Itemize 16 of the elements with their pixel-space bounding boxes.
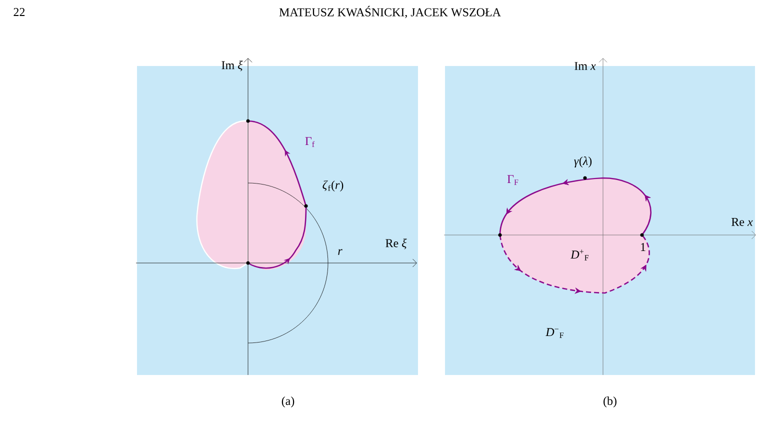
radius-label: r [338, 249, 342, 255]
axis-label: Im ξ [222, 60, 243, 72]
point-label: γ(λ) [574, 156, 592, 168]
curve-label: Γ$_{f}$ [305, 137, 315, 147]
page-number: 22 [14, 8, 25, 16]
region-label: D$^{−}$F [546, 328, 564, 338]
axis-label: Re x [732, 218, 753, 226]
region-label: D$^{+}$F [570, 250, 589, 260]
axis-label: Im x [574, 62, 596, 70]
panel-label: (a) [282, 396, 294, 408]
tick-label: 1 [641, 243, 646, 251]
panel-label: (b) [604, 396, 616, 408]
curve-label: Γ$_{F}$ [507, 175, 518, 185]
axis-label: Re ξ [386, 238, 407, 250]
point-label: ζ$_{f}$(r) [322, 180, 344, 192]
running-header: MATEUSZ KWAŚNICKI, JACEK WSZOŁA [279, 6, 501, 18]
